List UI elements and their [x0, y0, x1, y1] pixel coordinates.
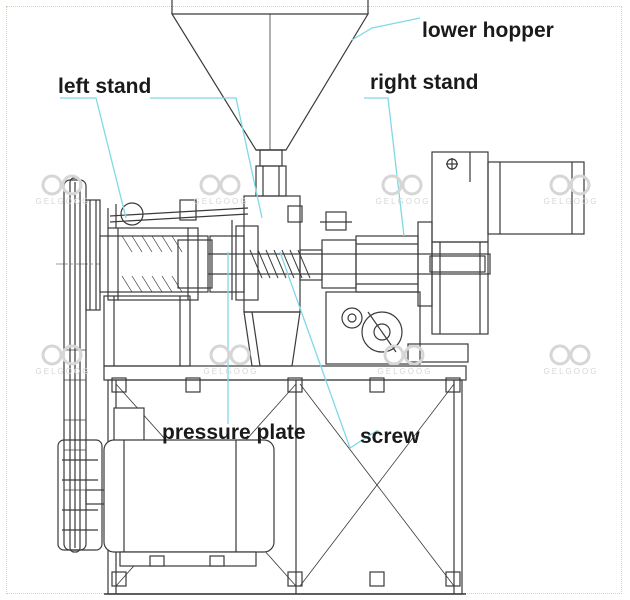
right-stand-assembly	[325, 221, 469, 365]
leader-left-stand-2	[150, 97, 263, 219]
watermark-logo: GELGOOG	[186, 174, 256, 206]
leader-screw	[279, 251, 379, 449]
watermark-logo: GELGOOG	[28, 174, 98, 206]
leader-right-stand	[364, 97, 405, 237]
label-pressure-plate: pressure plate	[162, 421, 306, 444]
watermark-logo: GELGOOG	[28, 344, 98, 376]
drive-motor	[103, 407, 275, 567]
gear-motor	[431, 151, 585, 335]
watermark-logo: GELGOOG	[196, 344, 266, 376]
label-right-stand: right stand	[370, 71, 479, 94]
watermark-logo: GELGOOG	[368, 174, 438, 206]
label-screw: screw	[360, 425, 420, 448]
left-stand-assembly	[99, 199, 249, 367]
press-chamber	[209, 195, 357, 367]
hopper	[170, 0, 370, 197]
watermark-logo: GELGOOG	[536, 174, 606, 206]
label-lower-hopper: lower hopper	[422, 19, 554, 42]
label-left-stand: left stand	[58, 75, 152, 98]
watermark-logo: GELGOOG	[370, 344, 440, 376]
leader-lower-hopper	[351, 17, 421, 41]
watermark-logo: GELGOOG	[536, 344, 606, 376]
leader-left-stand	[60, 97, 127, 219]
leader-lines	[60, 17, 421, 449]
